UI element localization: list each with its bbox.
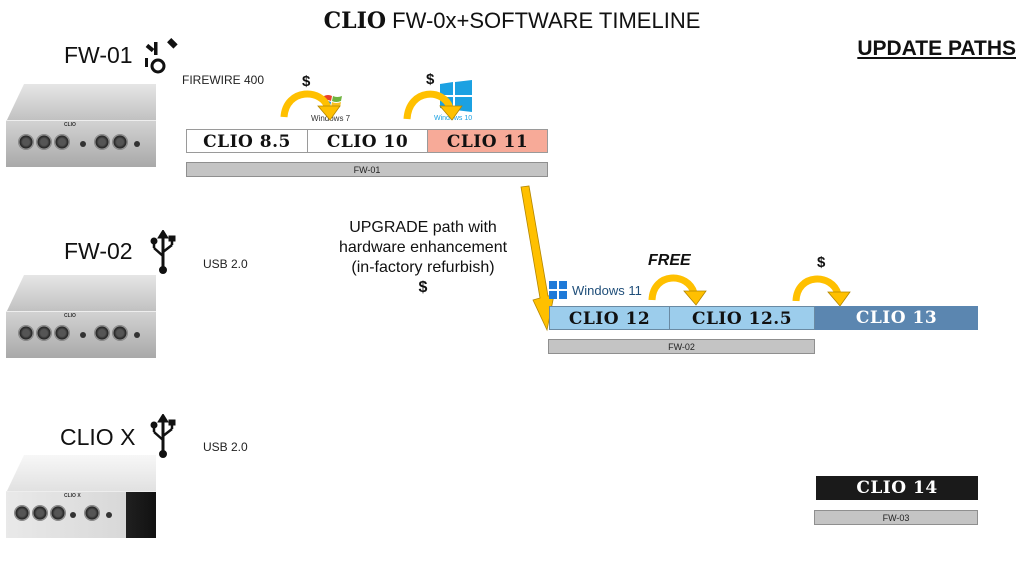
version-clio-11: CLIO 11 — [427, 129, 548, 153]
price-label-clio10: $ — [302, 73, 311, 90]
curved-arrow-clio11 — [403, 90, 463, 121]
update-paths-link[interactable]: UPDATE PATHS — [857, 37, 1016, 60]
timeline-bar-fw03: FW-03 — [814, 510, 978, 525]
device-name-cliox: CLIO X — [60, 424, 136, 450]
device-name-fw02: FW-02 — [64, 238, 133, 264]
windows11-logo-icon — [549, 281, 567, 299]
title-rest: FW-0x+SOFTWARE TIMELINE — [392, 8, 701, 33]
usb-icon — [150, 230, 176, 274]
version-clio-14: CLIO 14 — [816, 476, 978, 500]
upgrade-line-3: (in-factory refurbish) — [351, 259, 495, 276]
upgrade-path-note: UPGRADE path with hardware enhancement (… — [318, 218, 528, 298]
curved-arrow-clio10 — [280, 90, 341, 121]
windows11-label: Windows 11 — [572, 283, 642, 298]
version-clio-12-5: CLIO 12.5 — [669, 306, 815, 330]
curved-arrow-clio13 — [792, 275, 851, 307]
version-clio-13: CLIO 13 — [815, 306, 978, 330]
device-brand-fw01: CLIO — [64, 122, 76, 128]
curved-arrow-clio12-5 — [648, 274, 707, 306]
timeline-bar-fw01: FW-01 — [186, 162, 548, 177]
connection-label-fw01: FIREWIRE 400 — [182, 73, 265, 87]
device-name-fw01: FW-01 — [64, 42, 133, 68]
device-brand-fw02: CLIO — [64, 313, 76, 319]
connection-label-fw02: USB 2.0 — [203, 257, 248, 271]
device-image-fw01: CLIO — [6, 84, 156, 170]
usb-icon — [150, 414, 176, 458]
device-image-cliox: CLIO X — [6, 455, 156, 541]
upgrade-line-2: hardware enhancement — [338, 239, 508, 256]
version-clio-10: CLIO 10 — [307, 129, 428, 153]
device-brand-cliox: CLIO X — [64, 493, 81, 499]
free-label: FREE — [648, 252, 691, 269]
price-label-clio13: $ — [817, 254, 826, 271]
upgrade-line-1: UPGRADE path with — [349, 219, 497, 236]
upgrade-price: $ — [418, 279, 428, 296]
firewire-icon — [145, 38, 178, 74]
price-label-clio11: $ — [426, 71, 435, 88]
version-clio-12: CLIO 12 — [549, 306, 670, 330]
version-clio-8-5: CLIO 8.5 — [186, 129, 308, 153]
device-image-fw02: CLIO — [6, 275, 156, 361]
connection-label-cliox: USB 2.0 — [203, 440, 248, 454]
title-bold: CLIO — [323, 8, 387, 34]
page-title: CLIO FW-0x+SOFTWARE TIMELINE — [0, 8, 1024, 34]
timeline-bar-fw02: FW-02 — [548, 339, 815, 354]
